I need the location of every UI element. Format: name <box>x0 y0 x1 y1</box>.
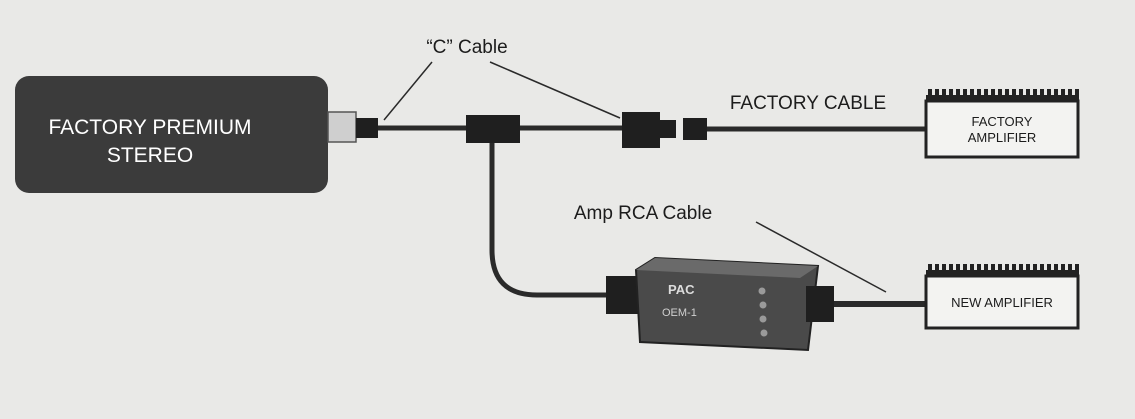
heat-fin <box>1061 89 1065 101</box>
c-cable-splitter <box>466 115 520 143</box>
module-output-connector <box>806 286 834 322</box>
heat-fin <box>977 264 981 276</box>
heat-fin <box>1075 89 1079 101</box>
heat-fin <box>1005 89 1009 101</box>
factory-amp-label-line2: AMPLIFIER <box>968 130 1037 145</box>
new-amplifier: NEW AMPLIFIER <box>924 264 1080 330</box>
heat-fin <box>991 89 995 101</box>
module-indicator-light <box>758 287 766 295</box>
heat-fin <box>963 264 967 276</box>
heat-fin <box>1005 264 1009 276</box>
heat-fin <box>1019 89 1023 101</box>
heat-fin <box>1026 89 1030 101</box>
stereo-label-line1: FACTORY PREMIUM <box>48 116 251 139</box>
module-input-connector <box>606 276 638 314</box>
module-indicator-light <box>760 329 768 337</box>
c-cable-connector <box>622 112 660 148</box>
factory-amplifier: FACTORY AMPLIFIER <box>924 89 1080 159</box>
factory-amp-label-line1: FACTORY <box>972 114 1033 129</box>
factory-premium-stereo: FACTORY PREMIUM STEREO <box>15 76 328 193</box>
heat-fin <box>1054 264 1058 276</box>
heat-fin <box>998 264 1002 276</box>
amp-rca-cable-label: Amp RCA Cable <box>574 203 712 224</box>
heat-fin <box>963 89 967 101</box>
factory-amp-heat-fins <box>926 89 1079 101</box>
heat-fin <box>928 89 932 101</box>
heat-fin <box>970 89 974 101</box>
oem-1-module: PAC OEM-1 <box>634 256 820 352</box>
heat-fin <box>1047 264 1051 276</box>
heat-fin <box>1061 264 1065 276</box>
heat-fin <box>1047 89 1051 101</box>
stereo-body <box>15 76 328 193</box>
heat-fin <box>1012 264 1016 276</box>
heat-fin <box>1012 89 1016 101</box>
heat-fin <box>949 89 953 101</box>
heat-fin <box>942 89 946 101</box>
factory-cable-plug <box>683 118 707 140</box>
c-cable-leader-line <box>383 61 433 121</box>
new-amp-heat-fins <box>926 264 1079 276</box>
heat-fin <box>984 89 988 101</box>
new-amp-body <box>924 274 1080 330</box>
module-model-label: OEM-1 <box>662 307 697 319</box>
heat-fin <box>1033 89 1037 101</box>
module-top-face <box>636 258 818 278</box>
c-cable-connector-tip <box>660 120 676 138</box>
heat-fin <box>935 89 939 101</box>
heat-fin <box>1068 264 1072 276</box>
heat-fin <box>991 264 995 276</box>
heat-fin <box>928 264 932 276</box>
c-cable-label: “C” Cable <box>426 37 507 58</box>
heat-fin <box>1068 89 1072 101</box>
heat-fin <box>949 264 953 276</box>
stereo-plug-connector <box>356 118 378 138</box>
heat-fin <box>984 264 988 276</box>
heat-fin <box>1026 264 1030 276</box>
amp-rca-cable-branch <box>489 143 608 298</box>
heat-fin <box>1040 264 1044 276</box>
heat-fin <box>1054 89 1058 101</box>
heat-fin <box>998 89 1002 101</box>
factory-amp-body <box>924 99 1080 159</box>
heat-fin <box>970 264 974 276</box>
module-indicator-light <box>759 301 767 309</box>
heat-fin <box>956 89 960 101</box>
heat-fin <box>1033 264 1037 276</box>
heat-fin <box>935 264 939 276</box>
amp-rca-cable-leader-line <box>755 221 887 293</box>
heat-fin <box>1075 264 1079 276</box>
heat-fin <box>1019 264 1023 276</box>
heat-fin <box>956 264 960 276</box>
factory-cable-label: FACTORY CABLE <box>730 93 886 114</box>
heat-fin <box>1040 89 1044 101</box>
module-brand-label: PAC <box>668 282 695 297</box>
module-indicator-light <box>759 315 767 323</box>
c-cable-leader-line <box>489 61 621 119</box>
heat-fin <box>942 264 946 276</box>
new-amp-label: NEW AMPLIFIER <box>951 295 1053 310</box>
heat-fin <box>977 89 981 101</box>
stereo-label-line2: STEREO <box>107 144 193 167</box>
stereo-output-port <box>327 111 357 143</box>
